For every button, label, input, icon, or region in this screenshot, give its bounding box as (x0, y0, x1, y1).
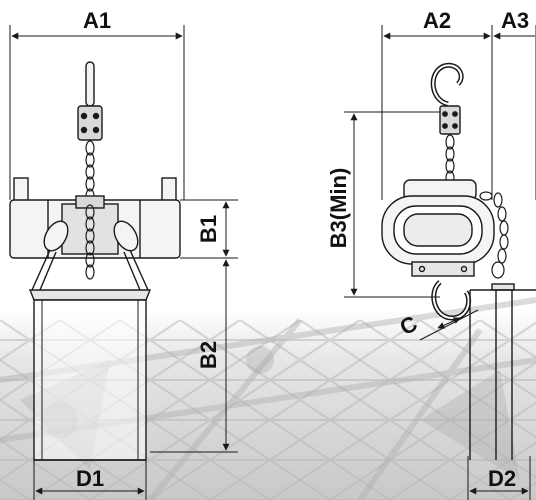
side-chain-loop (479, 191, 509, 279)
label-d1: D1 (76, 466, 104, 491)
label-d2: D2 (488, 466, 516, 491)
label-b1: B1 (196, 215, 221, 243)
front-view-hoist (9, 61, 181, 461)
chain-mid (85, 204, 95, 280)
side-dimensions (344, 25, 536, 500)
label-b2: B2 (196, 341, 221, 369)
side-view-hoist (381, 62, 536, 460)
label-b3-min: B3(Min) (326, 168, 351, 249)
label-a3: A3 (501, 8, 529, 33)
front-dimensions (9, 25, 238, 500)
label-a1: A1 (83, 8, 111, 33)
label-a2: A2 (423, 8, 451, 33)
